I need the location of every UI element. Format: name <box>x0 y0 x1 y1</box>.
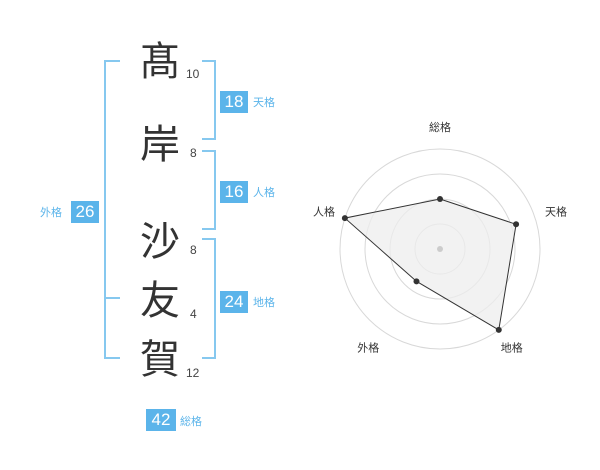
radar-shape <box>343 198 517 331</box>
stroke-count-2: 8 <box>190 146 197 160</box>
stroke-count-3: 8 <box>190 243 197 257</box>
name-char-1: 髙 <box>140 39 180 85</box>
radar-center-dot <box>437 246 443 252</box>
radar-points <box>341 196 520 333</box>
radar-point <box>513 221 520 228</box>
gaikaku-bracket <box>104 60 120 359</box>
tenkaku-label: 天格 <box>253 96 275 109</box>
chikaku-label: 地格 <box>253 296 275 309</box>
radar-ring <box>339 148 541 350</box>
gaikaku-label: 外格 <box>40 206 62 219</box>
soukaku-label: 総格 <box>180 415 202 428</box>
name-char-2: 岸 <box>140 122 180 168</box>
tenkaku-value: 18 <box>220 91 248 113</box>
radar-point <box>495 326 502 333</box>
gaikaku-value: 26 <box>71 201 99 223</box>
radar-point <box>413 278 420 285</box>
radar-point <box>341 215 348 222</box>
name-char-5: 賀 <box>140 337 180 383</box>
chikaku-value: 24 <box>220 291 248 313</box>
radar-axis-label: 天格 <box>545 204 567 218</box>
stroke-count-1: 10 <box>186 67 200 81</box>
chikaku-bracket <box>202 238 216 359</box>
soukaku-value: 42 <box>146 409 176 431</box>
radar-axis-label: 総格 <box>429 120 451 134</box>
stroke-count-4: 4 <box>190 307 197 321</box>
radar-point <box>437 196 443 202</box>
jinkaku-bracket <box>202 150 216 230</box>
radar-axis-label: 地格 <box>501 341 523 355</box>
radar-axis-label: 外格 <box>357 341 379 355</box>
name-char-3: 沙 <box>140 219 180 265</box>
name-char-4: 友 <box>140 278 180 324</box>
stroke-count-5: 12 <box>186 366 200 380</box>
radar-axis-label: 人格 <box>313 204 335 218</box>
tenkaku-bracket <box>202 60 216 140</box>
jinkaku-value: 16 <box>220 181 248 203</box>
radar-ring <box>364 173 516 325</box>
gaikaku-bracket-divider <box>104 297 120 299</box>
jinkaku-label: 人格 <box>253 186 275 199</box>
